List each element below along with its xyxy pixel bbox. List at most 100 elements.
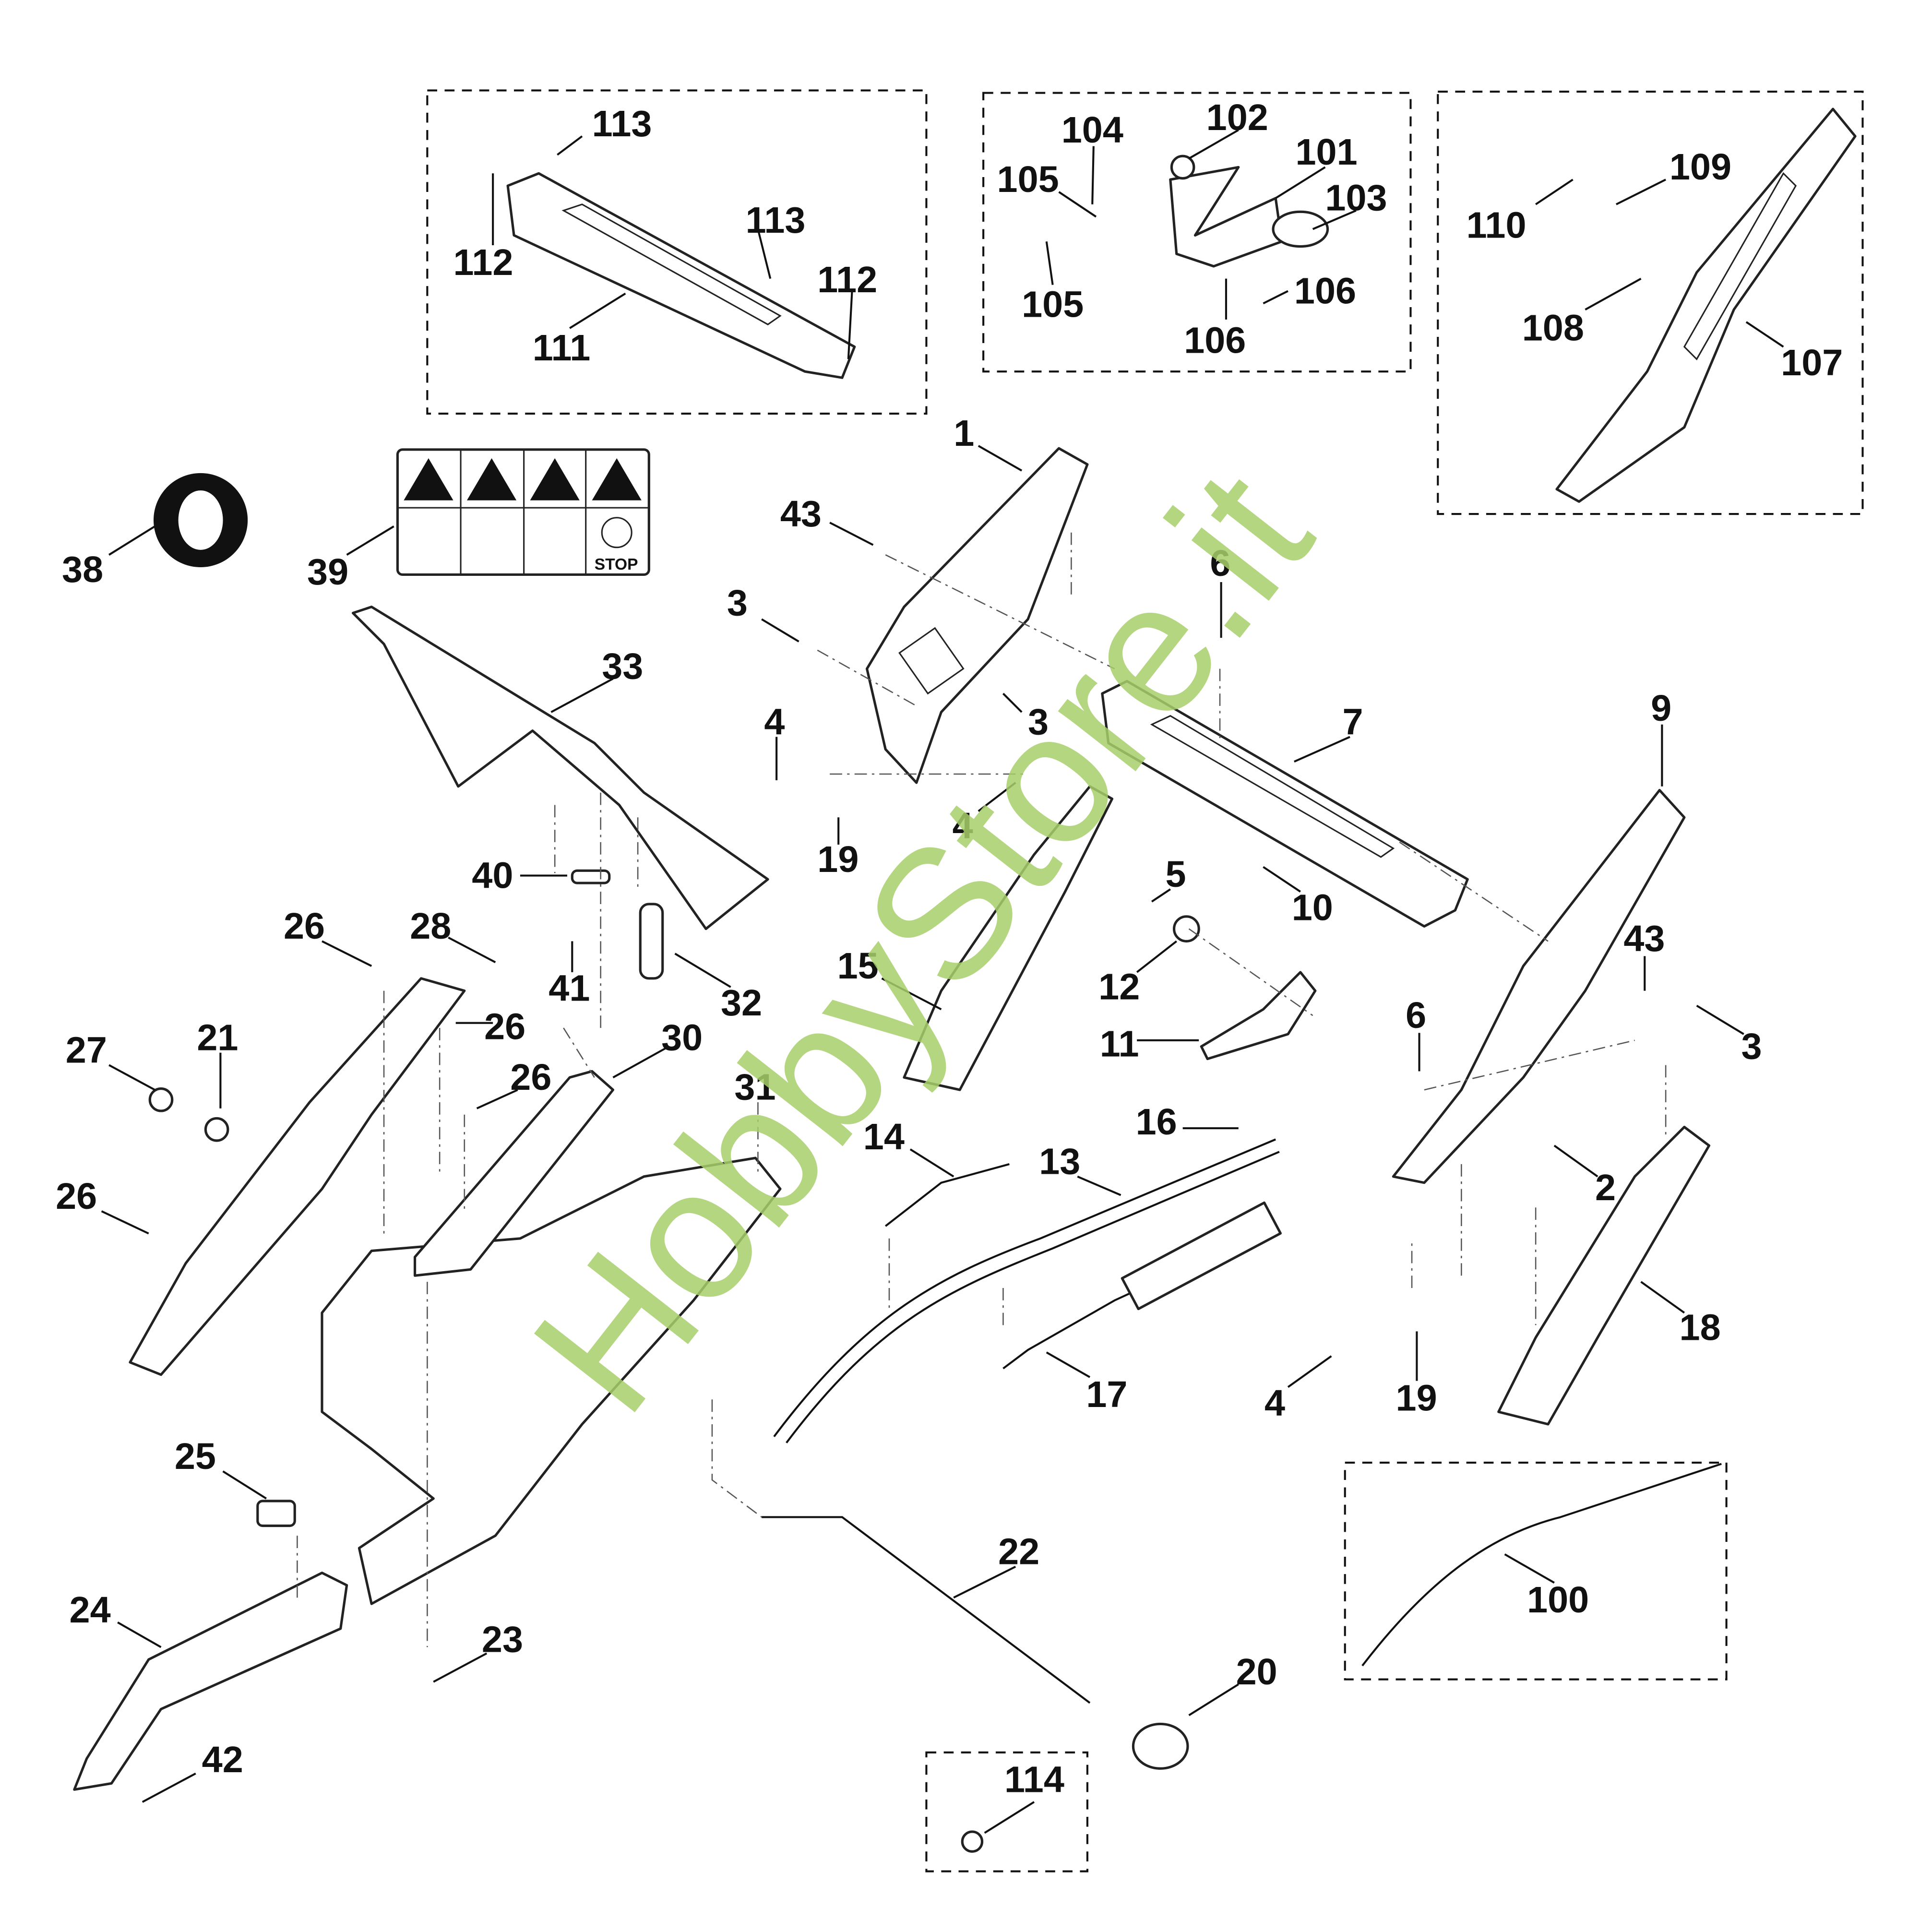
callout: 3 <box>1028 701 1049 742</box>
callout: 43 <box>780 493 822 535</box>
callout: 22 <box>998 1531 1039 1573</box>
callout: 3 <box>1741 1026 1762 1067</box>
callout: 40 <box>472 855 513 896</box>
callout: 28 <box>410 906 451 947</box>
callout: 31 <box>734 1067 775 1108</box>
part-40-pin <box>571 869 611 884</box>
part-100-rod <box>1361 1463 1722 1667</box>
part-27-nut <box>148 1087 174 1112</box>
callout: 19 <box>1396 1377 1437 1419</box>
callout: 12 <box>1098 966 1140 1008</box>
part-20-knob <box>1132 1722 1189 1770</box>
watermark: HobbyStore.it <box>493 434 1350 1449</box>
callout: 14 <box>863 1116 905 1157</box>
callout: 17 <box>1086 1374 1127 1415</box>
callout: 19 <box>817 839 859 880</box>
callout: 108 <box>1522 308 1584 349</box>
part-107-side-bracket <box>1555 107 1857 503</box>
callout: 6 <box>1406 995 1426 1036</box>
callout: 18 <box>1680 1307 1721 1348</box>
part-24-grip <box>73 1571 348 1791</box>
callout: 7 <box>1343 701 1363 742</box>
part-11-lever <box>1200 971 1317 1061</box>
callout: 23 <box>482 1619 523 1660</box>
part-21-washer <box>204 1117 229 1142</box>
group-box-111 <box>426 89 928 415</box>
callout: 24 <box>70 1589 111 1631</box>
part-13-rod <box>773 1138 1280 1443</box>
callout: 4 <box>764 701 785 742</box>
group-box-101 <box>982 92 1412 373</box>
part-30-grip <box>413 1070 615 1277</box>
callout: 106 <box>1184 320 1246 361</box>
leader-lines <box>101 129 1784 1834</box>
callout: 112 <box>817 259 877 300</box>
callout: 25 <box>175 1436 216 1477</box>
callout: 3 <box>727 583 748 624</box>
callout: 6 <box>1210 543 1230 584</box>
part-33-handle-cover <box>351 605 769 930</box>
part-111-crossbar <box>506 172 856 379</box>
callout: 113 <box>746 200 806 241</box>
group-box-107 <box>1437 90 1864 515</box>
callout: 111 <box>533 327 591 369</box>
callout: 26 <box>284 906 325 947</box>
part-38-ear-protection-sign <box>154 473 248 567</box>
callout: 30 <box>661 1017 703 1058</box>
callout: 43 <box>1623 918 1665 959</box>
callout: 4 <box>953 805 973 847</box>
callout: 1 <box>954 413 974 454</box>
part-15-handle <box>903 785 1114 1091</box>
callout: 16 <box>1136 1101 1177 1143</box>
callout: 32 <box>721 982 762 1024</box>
callout: 113 <box>592 103 652 144</box>
part-39-warning-decal: STOP <box>396 448 650 576</box>
callout: 106 <box>1294 270 1356 311</box>
callout: 101 <box>1295 131 1357 173</box>
callout: 21 <box>197 1017 238 1058</box>
assembly-lines <box>297 532 1667 1647</box>
part-22-rod <box>762 1516 1091 1704</box>
callout: 4 <box>1264 1383 1285 1424</box>
callout: 5 <box>1166 854 1186 895</box>
callout: 27 <box>66 1029 107 1071</box>
callout: 11 <box>1100 1023 1139 1064</box>
part-114-washer <box>961 1830 984 1853</box>
callout: 100 <box>1527 1579 1589 1621</box>
callout: 39 <box>307 551 348 593</box>
part-14-cable <box>884 1163 1010 1227</box>
part-25-clip <box>256 1500 296 1527</box>
decal-stop-text: STOP <box>595 556 638 573</box>
callout: 13 <box>1039 1141 1080 1182</box>
callout: 42 <box>202 1739 243 1780</box>
callout: 109 <box>1670 146 1731 188</box>
part-12-bushing <box>1172 915 1200 942</box>
callout: 102 <box>1206 97 1268 138</box>
group-box-100 <box>1344 1461 1728 1681</box>
callout: 26 <box>56 1176 97 1217</box>
callout: 103 <box>1325 178 1387 219</box>
callout: 105 <box>997 159 1059 200</box>
callout: 10 <box>1292 887 1333 929</box>
part-101-lever <box>1169 155 1329 268</box>
part-7-crossbar <box>1101 680 1469 928</box>
callout: 104 <box>1061 109 1123 151</box>
callout: 20 <box>1236 1651 1277 1693</box>
callout: 38 <box>62 549 103 590</box>
part-9-right-bracket <box>1392 788 1686 1184</box>
callout: 41 <box>549 967 590 1009</box>
callout: 26 <box>510 1057 551 1098</box>
callout: 105 <box>1022 284 1084 325</box>
part-17-spring <box>1002 1201 1282 1370</box>
callout: 33 <box>602 645 643 687</box>
callout: 9 <box>1651 688 1671 729</box>
callout: 110 <box>1467 205 1527 246</box>
part-1-left-bracket <box>865 447 1089 784</box>
callout-labels: 113 113 112 112 111 104 102 101 105 103 … <box>56 97 1843 1800</box>
part-32-spring <box>639 903 664 980</box>
callout: 2 <box>1595 1167 1616 1208</box>
callout: 112 <box>453 242 513 283</box>
callout: 114 <box>1004 1759 1064 1800</box>
callout: 107 <box>1781 342 1843 383</box>
